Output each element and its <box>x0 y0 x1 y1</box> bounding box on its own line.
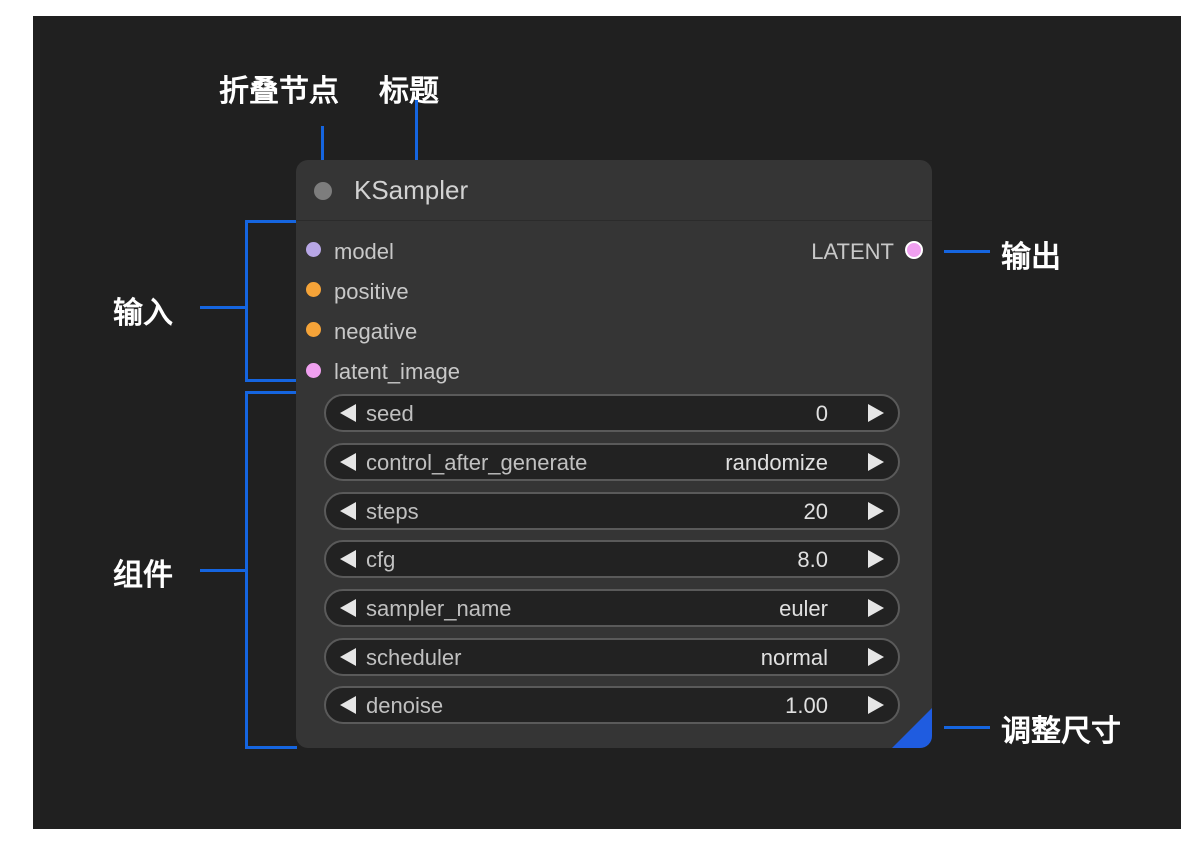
decrement-arrow-icon[interactable] <box>340 453 356 471</box>
input-slot-positive-icon[interactable] <box>306 282 321 297</box>
collapse-pointer-line <box>321 126 324 170</box>
ksampler-node[interactable]: KSampler model positive negative latent_… <box>296 160 932 748</box>
inputs-pointer-line <box>200 306 246 309</box>
widget-control-after-generate[interactable]: control_after_generate randomize <box>324 443 900 481</box>
input-label-positive: positive <box>334 279 409 304</box>
widgets-pointer-line <box>200 569 246 572</box>
increment-arrow-icon[interactable] <box>868 696 884 714</box>
node-title: KSampler <box>354 175 469 205</box>
inputs-bracket-vertical <box>245 220 248 382</box>
annotation-widgets: 组件 <box>113 558 173 593</box>
node-header[interactable]: KSampler <box>296 160 932 221</box>
decrement-arrow-icon[interactable] <box>340 502 356 520</box>
input-label-model: model <box>334 239 394 264</box>
annotation-title: 标题 <box>379 74 439 109</box>
output-label-latent: LATENT <box>811 239 894 264</box>
input-slot-latent-image-icon[interactable] <box>306 363 321 378</box>
input-slot-negative-icon[interactable] <box>306 322 321 337</box>
widget-cfg[interactable]: cfg 8.0 <box>324 540 900 578</box>
widget-denoise[interactable]: denoise 1.00 <box>324 686 900 724</box>
inputs-bracket-bottom <box>245 379 297 382</box>
output-slot-latent-icon[interactable] <box>905 241 923 259</box>
annotation-collapse-node: 折叠节点 <box>219 74 339 109</box>
resize-pointer-line <box>944 726 990 729</box>
widget-label: scheduler <box>366 645 462 670</box>
output-pointer-line <box>944 250 990 253</box>
increment-arrow-icon[interactable] <box>868 453 884 471</box>
increment-arrow-icon[interactable] <box>868 599 884 617</box>
widget-label: control_after_generate <box>366 450 588 475</box>
increment-arrow-icon[interactable] <box>868 404 884 422</box>
widget-value[interactable]: 1.00 <box>785 693 828 718</box>
widget-value[interactable]: 8.0 <box>797 547 828 572</box>
input-label-negative: negative <box>334 319 418 344</box>
annotation-resize: 调整尺寸 <box>1001 714 1121 749</box>
widgets-bracket-bottom <box>245 746 297 749</box>
widget-label: cfg <box>366 547 396 572</box>
collapse-toggle-icon[interactable] <box>314 182 332 200</box>
widget-sampler-name[interactable]: sampler_name euler <box>324 589 900 627</box>
decrement-arrow-icon[interactable] <box>340 696 356 714</box>
widget-value[interactable]: normal <box>760 645 828 670</box>
decrement-arrow-icon[interactable] <box>340 648 356 666</box>
increment-arrow-icon[interactable] <box>868 648 884 666</box>
input-slot-model-icon[interactable] <box>306 242 321 257</box>
annotation-output: 输出 <box>1001 240 1061 275</box>
widget-steps[interactable]: steps 20 <box>324 492 900 530</box>
decrement-arrow-icon[interactable] <box>340 599 356 617</box>
widget-label: denoise <box>366 693 444 718</box>
input-label-latent-image: latent_image <box>334 359 460 384</box>
widget-label: steps <box>366 499 419 524</box>
decrement-arrow-icon[interactable] <box>340 404 356 422</box>
widget-label: sampler_name <box>366 596 512 621</box>
inputs-bracket-top <box>245 220 297 223</box>
widget-label: seed <box>366 401 414 426</box>
annotation-inputs: 输入 <box>113 296 173 331</box>
increment-arrow-icon[interactable] <box>868 550 884 568</box>
widgets-bracket-top <box>245 391 297 394</box>
widget-value[interactable]: euler <box>779 596 828 621</box>
widgets-bracket-vertical <box>245 391 248 749</box>
widget-value[interactable]: 0 <box>815 401 828 426</box>
widget-value[interactable]: randomize <box>725 450 828 475</box>
widget-value[interactable]: 20 <box>803 499 828 524</box>
widget-scheduler[interactable]: scheduler normal <box>324 638 900 676</box>
title-pointer-line <box>415 100 418 172</box>
widget-seed[interactable]: seed 0 <box>324 394 900 432</box>
increment-arrow-icon[interactable] <box>868 502 884 520</box>
resize-handle-icon[interactable] <box>892 708 932 748</box>
decrement-arrow-icon[interactable] <box>340 550 356 568</box>
